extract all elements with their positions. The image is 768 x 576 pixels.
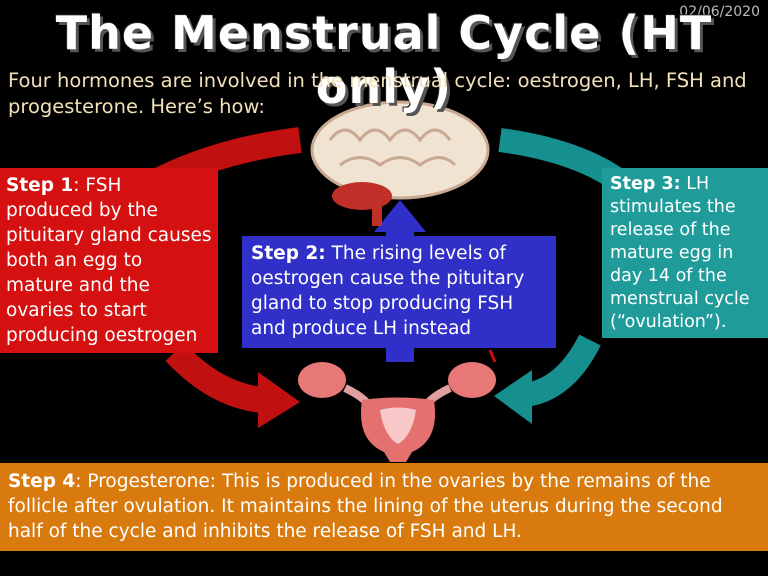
step-1-label: Step 1	[6, 175, 74, 196]
uterus-icon	[298, 349, 497, 462]
brain-icon	[310, 100, 490, 226]
step-1-box: Step 1: FSH produced by the pituitary gl…	[0, 168, 218, 353]
step-4-box: Step 4: Progesterone: This is produced i…	[0, 463, 768, 551]
intro-text: Four hormones are involved in the menstr…	[8, 69, 747, 118]
slide-date: 02/06/2020	[679, 4, 760, 20]
step-3-text: LH stimulates the release of the mature …	[610, 174, 750, 332]
step-2-label: Step 2:	[251, 243, 326, 264]
step-2-text: The rising levels of oestrogen cause the…	[251, 243, 525, 339]
step-2-box: Step 2: The rising levels of oestrogen c…	[242, 236, 556, 348]
step-3-box: Step 3: LH stimulates the release of the…	[602, 168, 768, 338]
page-title: The Menstrual Cycle (HT only)	[55, 6, 713, 114]
step-1-text: : FSH produced by the pituitary gland ca…	[6, 175, 212, 346]
step-3-label: Step 3:	[610, 174, 681, 194]
step-4-label: Step 4	[8, 471, 76, 492]
step-4-text: : Progesterone: This is produced in the …	[8, 471, 723, 542]
